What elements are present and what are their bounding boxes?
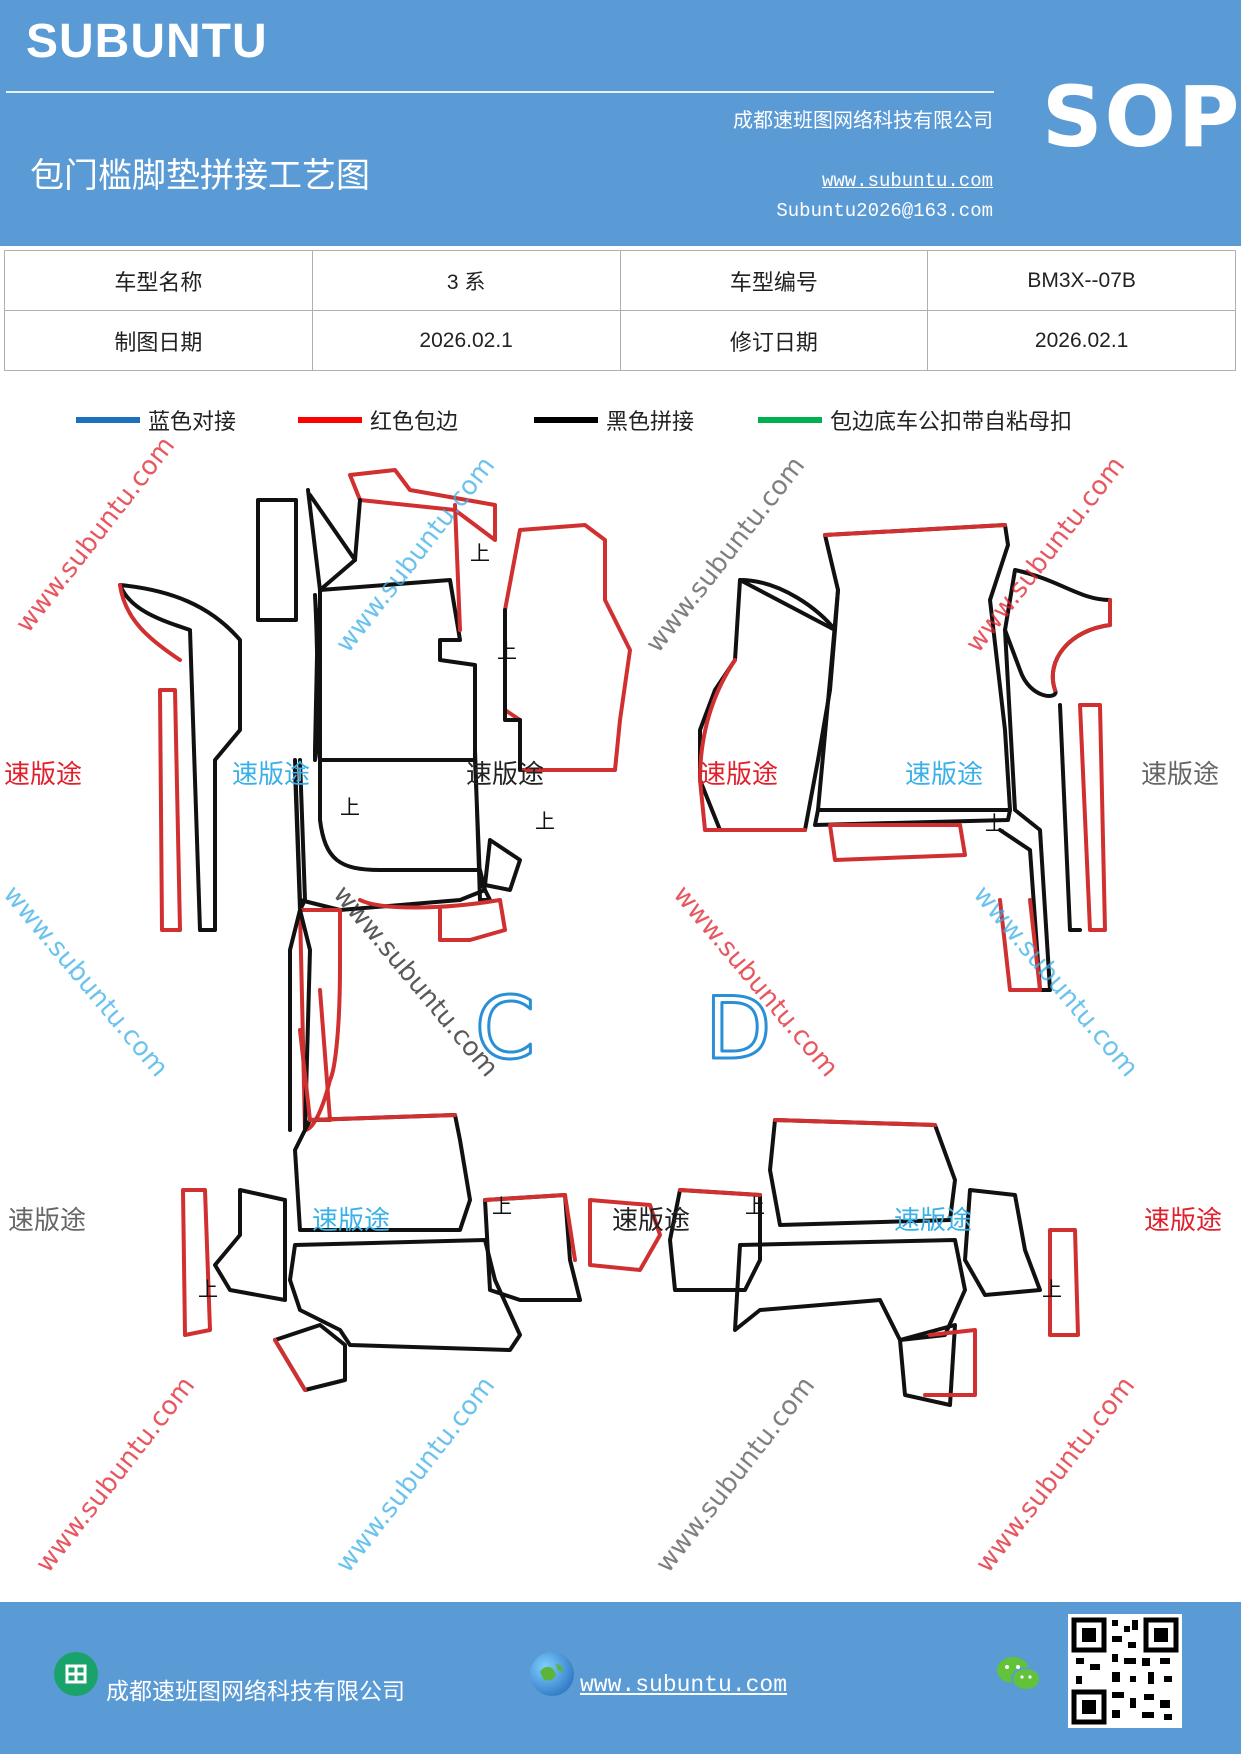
legend-item-green: 包边底车公扣带自粘母扣	[758, 400, 1072, 440]
value-model-name: 3 系	[311, 250, 621, 311]
legend-item-black: 黑色拼接	[534, 400, 694, 440]
legend-swatch-blue	[76, 417, 140, 423]
watermark-text: 速版途	[8, 1206, 87, 1236]
label-draw-date: 制图日期	[4, 310, 313, 371]
up-marker: 上	[492, 1194, 512, 1218]
table-row: 车型名称 3 系 车型编号 BM3X--07B	[4, 250, 1236, 311]
label-model-code: 车型编号	[619, 250, 929, 311]
table-row: 制图日期 2026.02.1 修订日期 2026.02.1	[4, 310, 1236, 371]
page-title: 包门槛脚垫拼接工艺图	[30, 156, 370, 196]
watermark-text: 速版途	[312, 1206, 391, 1236]
globe-icon	[530, 1652, 574, 1696]
watermark-text: 速版途	[1141, 760, 1220, 790]
legend-label: 红色包边	[370, 410, 459, 435]
up-marker: 上	[470, 541, 490, 565]
part-label-c: C	[475, 979, 535, 1079]
legend-swatch-green	[758, 417, 822, 423]
up-marker: 上	[985, 811, 1005, 835]
up-marker: 上	[497, 639, 517, 663]
legend-item-blue: 蓝色对接	[76, 400, 236, 440]
value-draw-date: 2026.02.1	[311, 310, 621, 371]
wechat-icon[interactable]	[996, 1655, 1042, 1695]
watermark-text: 速版途	[1144, 1206, 1223, 1236]
watermark-text: 速版途	[4, 760, 83, 790]
watermark-text: 速版途	[232, 760, 311, 790]
legend-swatch-red	[298, 417, 362, 423]
legend-label: 黑色拼接	[606, 410, 695, 435]
legend-item-red: 红色包边	[298, 400, 458, 440]
label-revise-date: 修订日期	[619, 310, 929, 371]
header-divider	[6, 91, 994, 93]
front-left-mat-group: 上 上 上 上	[118, 468, 632, 1132]
watermark-text: 速版途	[700, 760, 779, 790]
header-company: 成都速班图网络科技有限公司	[733, 108, 993, 132]
legend-swatch-black	[534, 417, 598, 423]
brand-logo: SUBUNTU	[26, 15, 268, 68]
front-right-mat-group: 上	[698, 523, 1112, 992]
up-marker: 上	[745, 1194, 765, 1218]
part-label-d: D	[705, 979, 771, 1079]
sop-badge: SOP	[1042, 68, 1241, 166]
vehicle-info-table: 车型名称 3 系 车型编号 BM3X--07B 制图日期 2026.02.1 修…	[4, 250, 1236, 371]
watermark-text: 速版途	[466, 760, 545, 790]
legend-label: 蓝色对接	[148, 410, 237, 435]
rear-mat-group: 上 上 上 上	[181, 1113, 1080, 1407]
qr-code	[1068, 1614, 1182, 1728]
watermark-text: 速版途	[905, 760, 984, 790]
legend-label: 包边底车公扣带自粘母扣	[830, 410, 1073, 435]
watermark-text: 速版途	[894, 1206, 973, 1236]
value-model-code: BM3X--07B	[927, 250, 1236, 311]
label-model-name: 车型名称	[4, 250, 313, 311]
up-marker: 上	[340, 795, 360, 819]
mat-pattern-diagram: 上 上 上 上 上 C D	[118, 468, 1112, 1407]
watermark-text: 速版途	[612, 1206, 691, 1236]
up-marker: 上	[535, 809, 555, 833]
value-revise-date: 2026.02.1	[927, 310, 1236, 371]
header-website-link[interactable]: www.subuntu.com	[821, 170, 993, 192]
header-banner: SUBUNTU 成都速班图网络科技有限公司 包门槛脚垫拼接工艺图 www.sub…	[0, 0, 1241, 246]
up-marker: 上	[198, 1277, 218, 1301]
up-marker: 上	[1042, 1277, 1062, 1301]
company-icon	[54, 1652, 98, 1696]
footer-website-link[interactable]: www.subuntu.com	[580, 1672, 788, 1698]
footer-company: 成都速班图网络科技有限公司	[106, 1679, 405, 1705]
header-email: Subuntu2026@163.com	[776, 200, 993, 222]
